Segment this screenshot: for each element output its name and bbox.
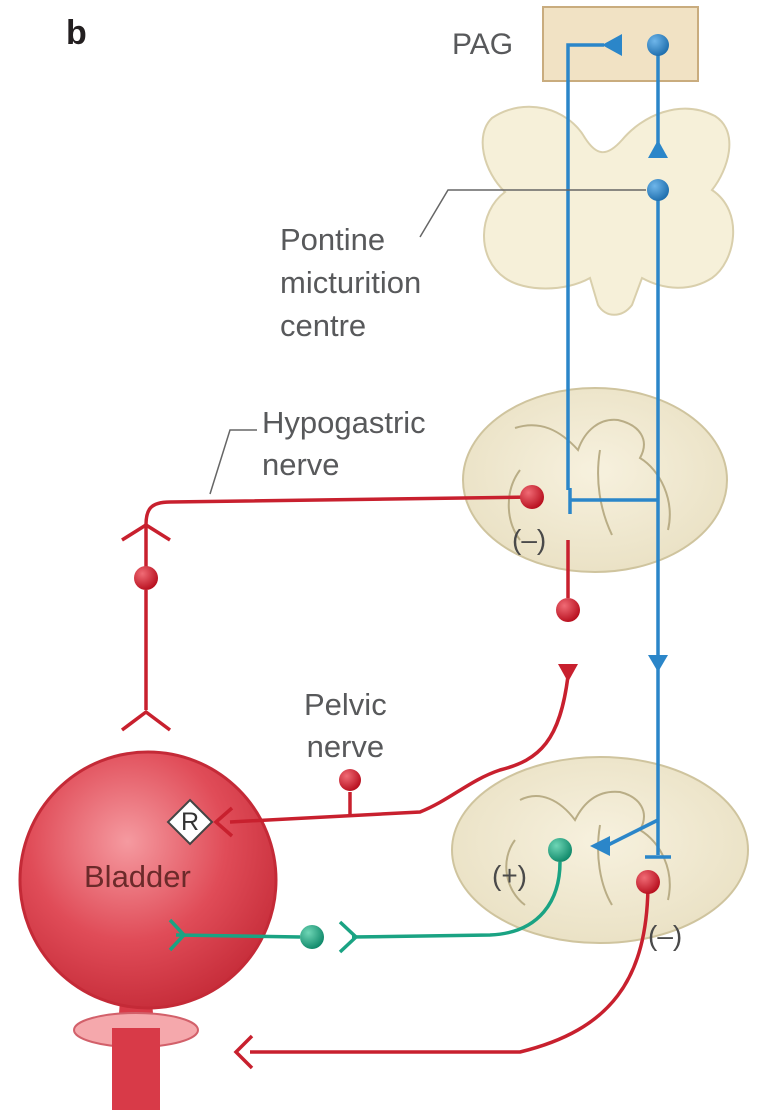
pelvic-nerve-label: Pelvic nerve	[304, 684, 387, 768]
panel-letter: b	[66, 12, 87, 55]
parasympathetic-interneuron	[556, 598, 580, 622]
pag-label: PAG	[452, 26, 513, 64]
bladder-label: Bladder	[84, 858, 191, 897]
pontine-spinal-terminal	[648, 655, 668, 672]
pelvic-ganglion-neuron	[339, 769, 361, 791]
pelvic-label-line-2: nerve	[304, 726, 387, 768]
pontine-micturition-centre-label: Pontine micturition centre	[280, 218, 421, 347]
afferent-ganglion-neuron	[300, 925, 324, 949]
hypogastric-leader-line	[210, 430, 257, 494]
pag-neuron	[647, 34, 669, 56]
hypogastric-nerve-label: Hypogastric nerve	[262, 402, 426, 486]
hypogastric-label-line-2: nerve	[262, 444, 426, 486]
sympathetic-preganglionic-neuron	[520, 485, 544, 509]
sign-inhibit-lower: (–)	[648, 918, 682, 953]
pontine-neuron	[647, 179, 669, 201]
upper-spinal-cord-section	[463, 388, 727, 572]
hypogastric-label-line-1: Hypogastric	[262, 402, 426, 444]
sign-inhibit-upper: (–)	[512, 522, 546, 557]
pudendal-motor-neuron	[636, 870, 660, 894]
pontine-label-line-2: micturition	[280, 261, 421, 304]
hypogastric-ganglion-neuron	[134, 566, 158, 590]
afferent-spinal-neuron	[548, 838, 572, 862]
pelvic-nerve-terminal	[558, 664, 578, 682]
pelvic-label-line-1: Pelvic	[304, 684, 387, 726]
pontine-label-line-3: centre	[280, 304, 421, 347]
sign-excite: (+)	[492, 858, 527, 893]
pontine-label-line-1: Pontine	[280, 218, 421, 261]
receptor-label: R	[175, 807, 205, 838]
pons-section	[483, 107, 734, 315]
